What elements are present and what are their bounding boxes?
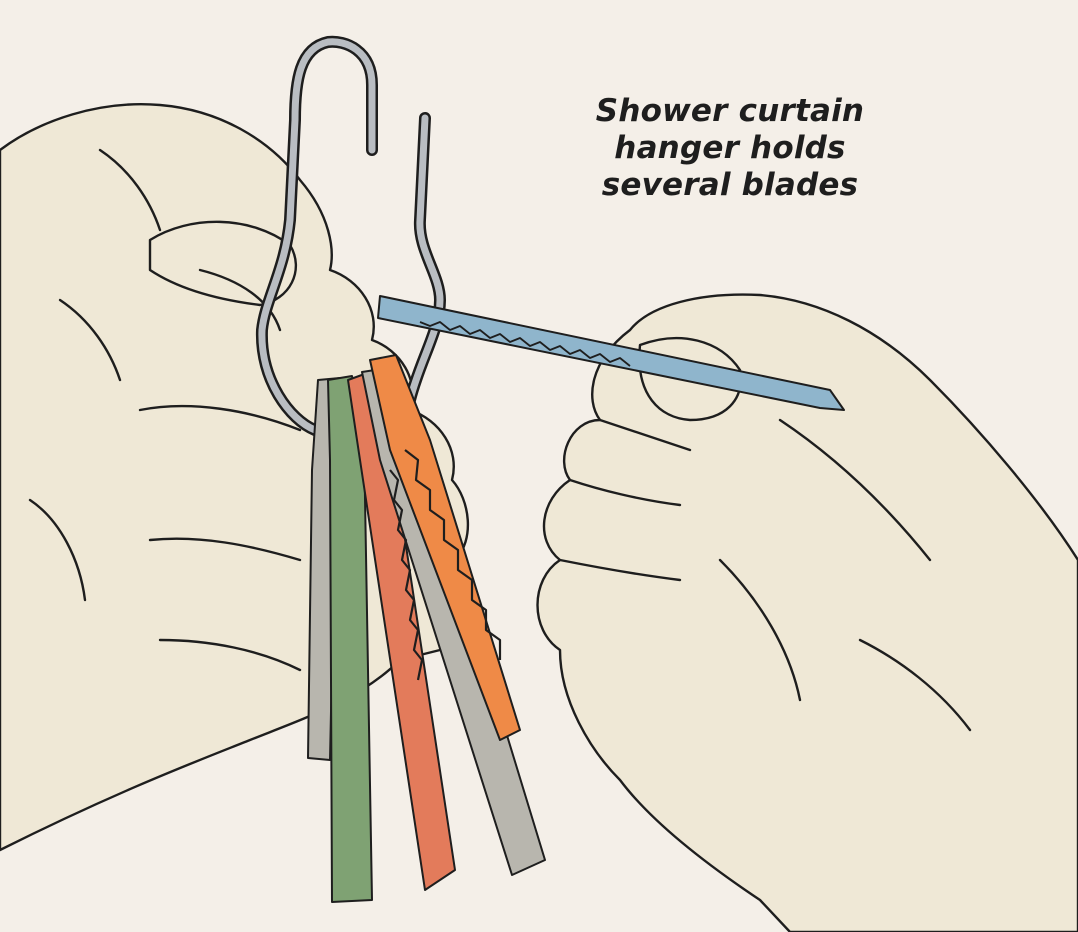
caption-line-3: several blades: [601, 167, 859, 203]
blue-blade: [377, 295, 845, 411]
jigsaw-blade-icon: [307, 354, 546, 903]
caption: Shower curtain hanger holds several blad…: [560, 93, 900, 204]
green-blade: [327, 375, 373, 903]
shower-hook-icon: [255, 35, 447, 436]
caption-line-1: Shower curtain: [595, 93, 865, 129]
caption-line-2: hanger holds: [614, 130, 846, 166]
